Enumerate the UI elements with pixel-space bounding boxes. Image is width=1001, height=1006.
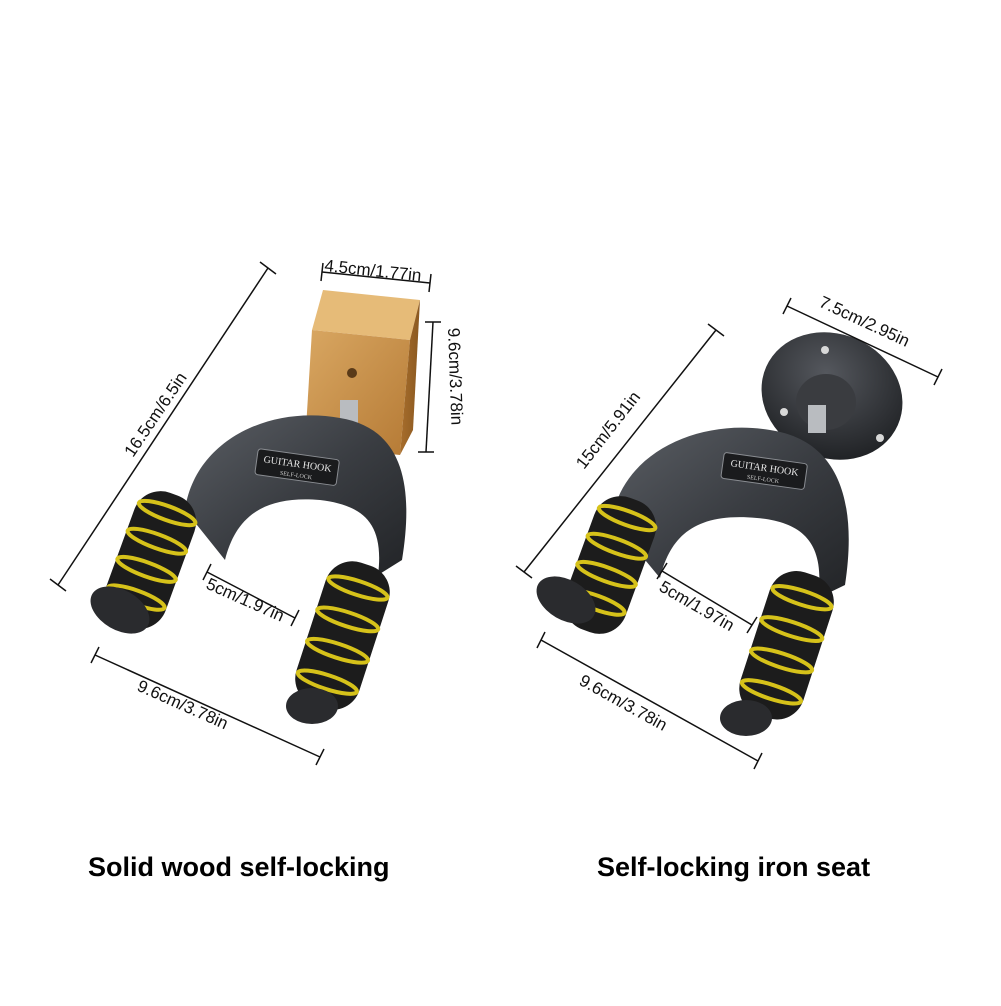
wood-mount-block (305, 290, 420, 455)
caption-solid-wood: Solid wood self-locking (88, 852, 390, 882)
right-base-width-label: 9.6cm/3.78in (576, 671, 670, 735)
left-product: GUITAR HOOK SELF-LOCK (49, 256, 466, 766)
plate-text-bottom: SELF-LOCK (746, 475, 780, 486)
right-product: GUITAR HOOK SELF-LOCK (515, 292, 943, 770)
hook-body (185, 415, 407, 575)
left-mount-height-label: 9.6cm/3.78in (444, 327, 466, 425)
left-height-label: 16.5cm/6.5in (121, 369, 191, 460)
plate-text-bottom: SELF-LOCK (279, 471, 313, 482)
left-inner-gap-label: 5cm/1.97in (203, 574, 287, 625)
brand-plate: GUITAR HOOK SELF-LOCK (254, 448, 340, 486)
brand-plate: GUITAR HOOK SELF-LOCK (720, 452, 808, 490)
right-height-label: 15cm/5.91in (572, 388, 644, 473)
left-dimension-lines (49, 261, 441, 766)
right-dimension-lines (515, 297, 943, 770)
right-foam-arm (295, 561, 390, 710)
caption-iron-seat: Self-locking iron seat (597, 852, 871, 882)
right-inner-gap-label: 5cm/1.97in (656, 577, 738, 635)
left-base-width-label: 9.6cm/3.78in (134, 676, 231, 733)
left-mount-width-label: 4.5cm/1.77in (324, 256, 423, 285)
right-foam-arm (739, 570, 834, 720)
